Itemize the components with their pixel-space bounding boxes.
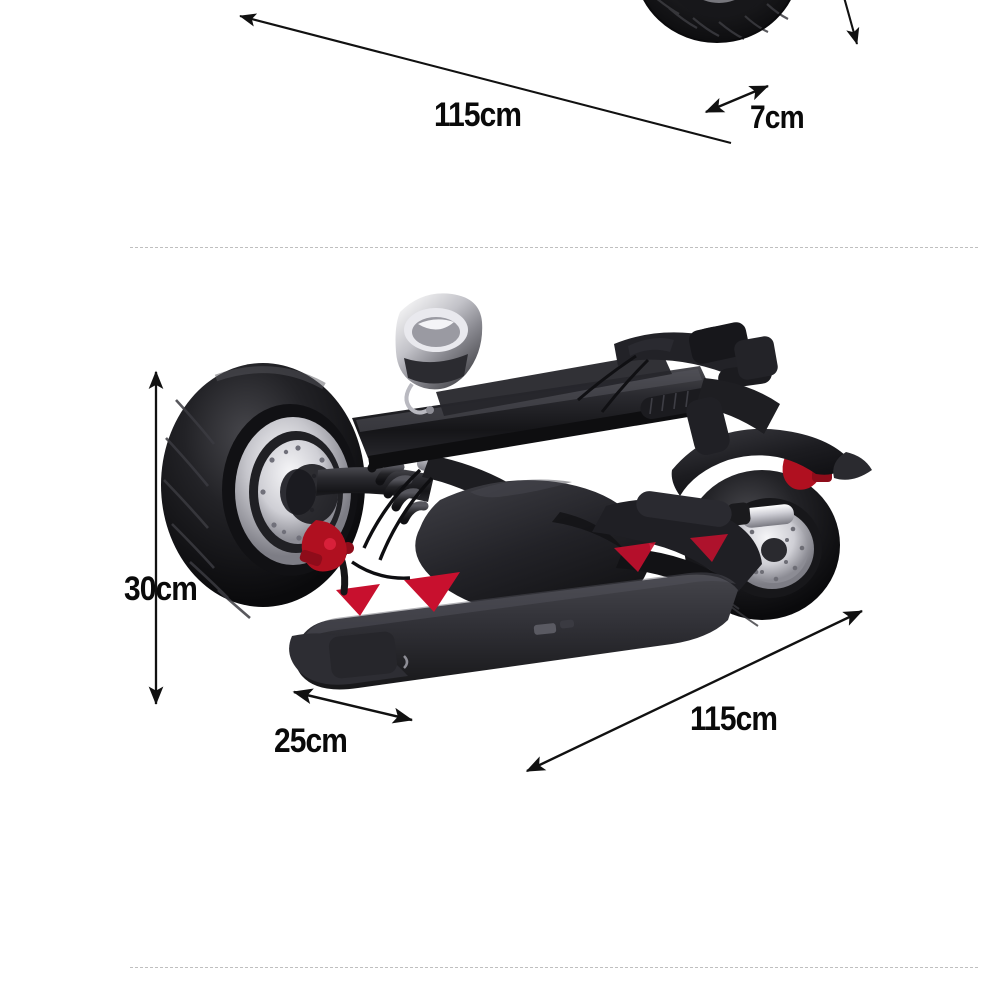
stem-column bbox=[686, 378, 780, 455]
handlebar bbox=[577, 322, 778, 420]
dimension-label-length-top: 115cm bbox=[434, 96, 522, 134]
battery-bag bbox=[415, 479, 651, 617]
front-brake-caliper bbox=[299, 520, 347, 572]
rear-axle bbox=[727, 502, 795, 528]
dimension-label-width-top: 7cm bbox=[750, 99, 805, 135]
folded-stem bbox=[352, 352, 718, 470]
control-pod bbox=[688, 322, 778, 380]
dimension-label-width-side: 25cm bbox=[274, 722, 348, 760]
dimension-label-height-side: 30cm bbox=[124, 570, 198, 608]
section-divider-top bbox=[130, 247, 978, 248]
cable-harness bbox=[351, 468, 434, 580]
headlight bbox=[395, 293, 483, 415]
section-divider-bottom bbox=[130, 967, 978, 968]
dimension-label-length-side: 115cm bbox=[690, 700, 778, 738]
deck bbox=[289, 534, 738, 690]
